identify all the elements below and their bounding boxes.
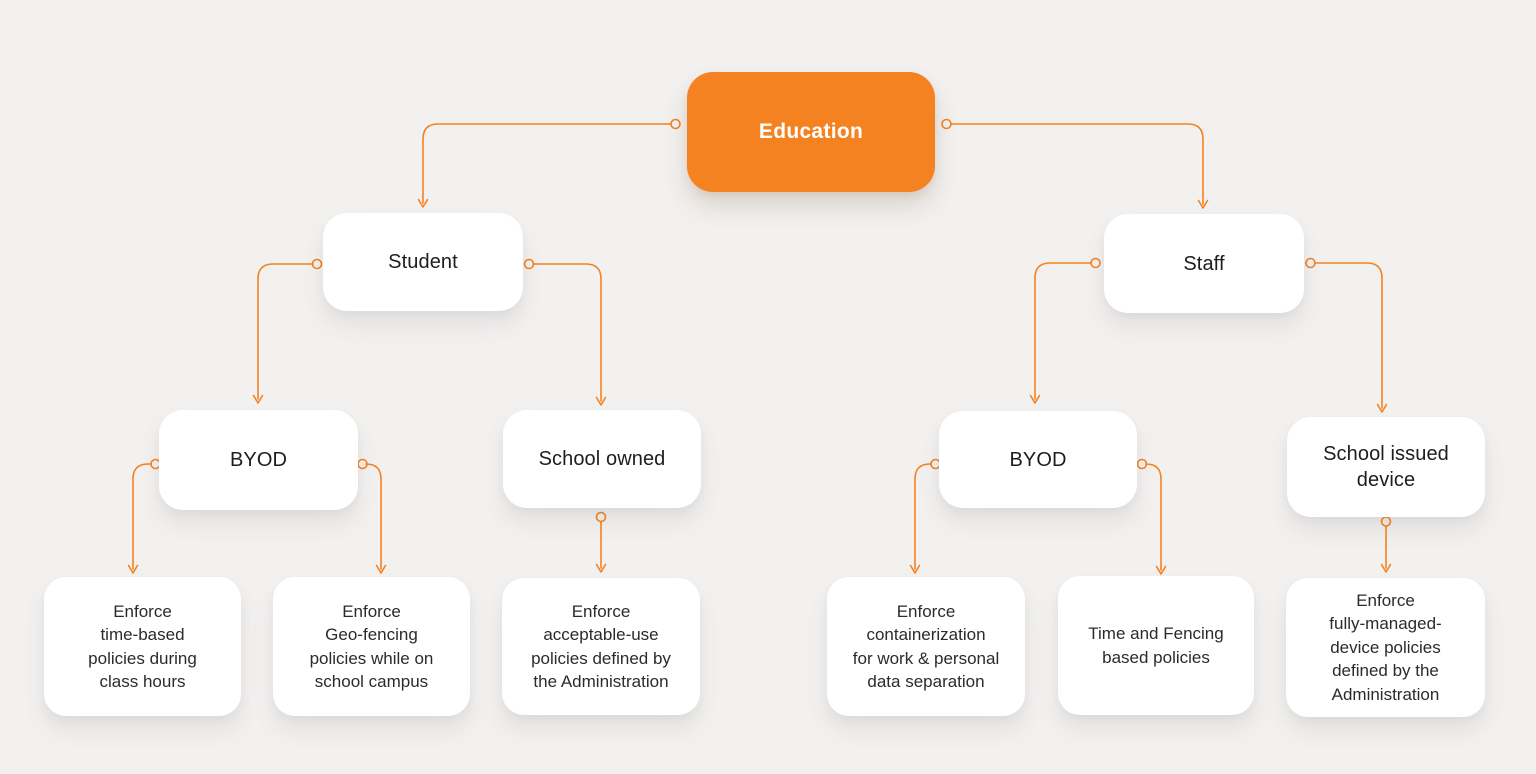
edge-school-issued-fully-managed bbox=[1380, 516, 1392, 573]
arrowhead-icon bbox=[375, 564, 387, 574]
node-education-label: Education bbox=[758, 120, 864, 143]
edge-education-staff bbox=[941, 118, 1209, 209]
node-student-byod-label: BYOD bbox=[229, 449, 288, 471]
edge-staff-byod-containerization bbox=[909, 458, 941, 574]
node-policy-acceptable-use-label: Enforce acceptable-use policies defined … bbox=[531, 601, 671, 692]
node-policy-geo-fencing-label: Enforce Geo-fencing policies while on sc… bbox=[309, 601, 434, 692]
arrowhead-icon bbox=[1155, 565, 1167, 575]
node-policy-time-fencing-label: Time and Fencing based policies bbox=[1088, 624, 1224, 667]
connector-line bbox=[950, 123, 1204, 205]
node-school-owned-label: School owned bbox=[538, 448, 666, 470]
node-policy-time-fencing: Time and Fencing based policies bbox=[1058, 576, 1254, 715]
connector-line bbox=[1145, 463, 1162, 571]
node-staff: Staff bbox=[1104, 214, 1304, 313]
connector-line bbox=[1034, 262, 1092, 400]
arrowhead-icon bbox=[595, 563, 607, 573]
arrowhead-icon bbox=[417, 198, 429, 208]
arrowhead-icon bbox=[127, 564, 139, 574]
connector-line bbox=[257, 263, 314, 400]
node-policy-time-based-label: Enforce time-based policies during class… bbox=[88, 601, 197, 692]
node-staff-byod-label: BYOD bbox=[1009, 448, 1067, 471]
node-staff-label: Staff bbox=[1183, 252, 1225, 275]
connector-dot bbox=[357, 458, 368, 470]
node-school-owned: School owned bbox=[503, 410, 701, 508]
arrowhead-icon bbox=[595, 396, 607, 406]
node-student-byod: BYOD bbox=[159, 410, 358, 510]
node-school-issued-label: School issued device bbox=[1323, 443, 1449, 491]
edge-education-student bbox=[417, 118, 681, 208]
connector-dot bbox=[941, 118, 952, 130]
edge-staff-byod-time-fencing bbox=[1136, 458, 1167, 575]
arrowhead-icon bbox=[1029, 394, 1041, 404]
connector-dot bbox=[595, 511, 607, 523]
edge-byod-time-based bbox=[127, 458, 161, 574]
connector-line bbox=[1314, 262, 1383, 409]
node-policy-fully-managed: Enforce fully-managed- device policies d… bbox=[1286, 578, 1485, 717]
connector-dot bbox=[1090, 257, 1101, 269]
connector-dot bbox=[523, 258, 535, 270]
connector-line bbox=[365, 463, 382, 570]
arrowhead-icon bbox=[909, 564, 921, 574]
connector-dot bbox=[311, 258, 323, 270]
connector-dot bbox=[670, 118, 681, 130]
node-student-label: Student bbox=[388, 251, 458, 273]
connector-dot bbox=[1136, 458, 1148, 470]
edge-student-school-owned bbox=[523, 258, 607, 406]
connector-line bbox=[914, 463, 932, 570]
edge-staff-school-issued bbox=[1305, 257, 1388, 413]
edge-student-byod bbox=[252, 258, 323, 404]
edge-byod-geo-fencing bbox=[357, 458, 387, 574]
connector-line bbox=[422, 123, 672, 204]
connector-line bbox=[132, 463, 152, 570]
node-policy-fully-managed-label: Enforce fully-managed- device policies d… bbox=[1329, 590, 1442, 704]
arrowhead-icon bbox=[1380, 563, 1392, 573]
edge-staff-byod bbox=[1029, 257, 1101, 404]
arrowhead-icon bbox=[1197, 199, 1209, 209]
node-education: Education bbox=[687, 72, 935, 192]
node-staff-byod: BYOD bbox=[939, 411, 1137, 508]
edge-school-owned-acceptable-use bbox=[595, 511, 607, 573]
node-policy-time-based: Enforce time-based policies during class… bbox=[44, 577, 241, 716]
node-policy-geo-fencing: Enforce Geo-fencing policies while on sc… bbox=[273, 577, 470, 716]
node-student: Student bbox=[323, 213, 523, 311]
connector-line bbox=[532, 263, 602, 402]
node-policy-acceptable-use: Enforce acceptable-use policies defined … bbox=[502, 578, 700, 715]
arrowhead-icon bbox=[252, 394, 264, 404]
node-school-issued: School issued device bbox=[1287, 417, 1485, 517]
node-policy-containerization-label: Enforce containerization for work & pers… bbox=[852, 601, 1000, 692]
connector-dot bbox=[1380, 516, 1392, 527]
connector-dot bbox=[1305, 257, 1316, 269]
node-policy-containerization: Enforce containerization for work & pers… bbox=[827, 577, 1025, 716]
arrowhead-icon bbox=[1376, 403, 1388, 413]
